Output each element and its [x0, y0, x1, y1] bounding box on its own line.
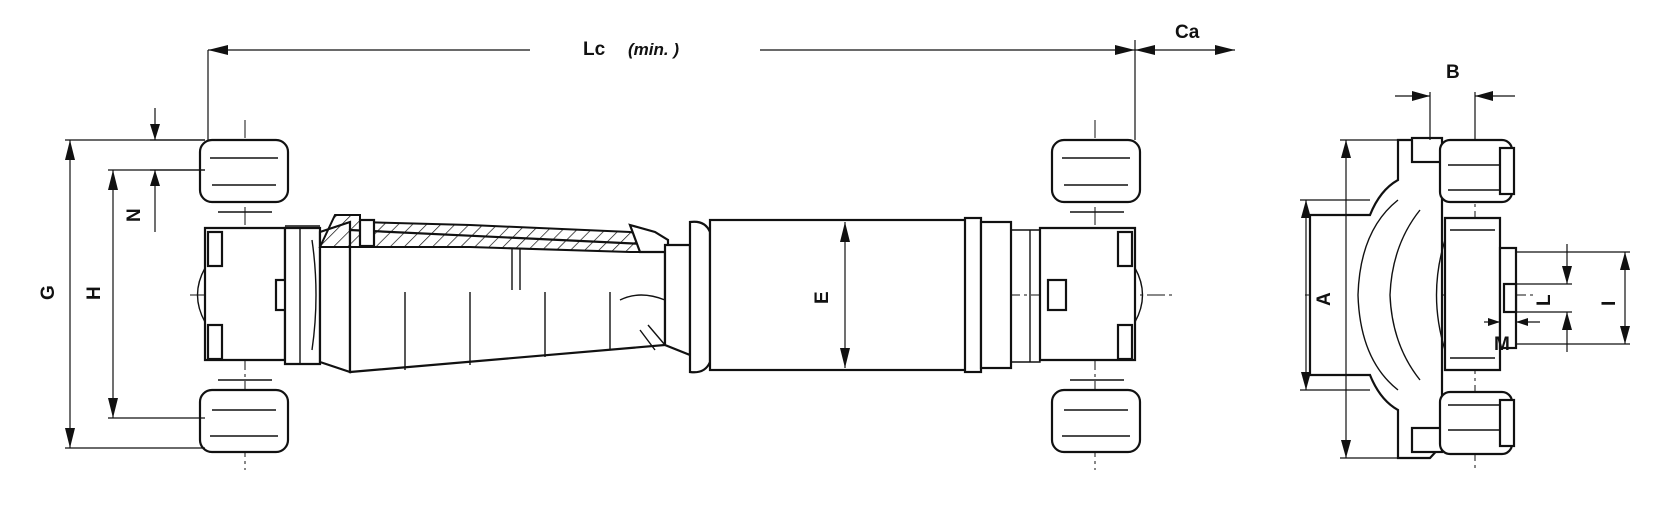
dimension-e: E — [812, 222, 850, 368]
label-a: A — [1314, 292, 1335, 306]
dimension-m: M — [1484, 312, 1540, 355]
dimension-g: G — [38, 139, 205, 449]
label-h: H — [84, 286, 105, 300]
label-i: I — [1599, 301, 1620, 306]
telescopic-section — [283, 214, 670, 374]
label-lc-min: (min. ) — [628, 40, 679, 59]
label-l: L — [1534, 294, 1555, 306]
dimension-flange-height — [1340, 139, 1398, 459]
end-view: B A I — [1300, 62, 1630, 470]
right-yoke — [1038, 120, 1144, 470]
dimension-b: B — [1395, 62, 1515, 140]
label-n: N — [124, 208, 145, 222]
label-m: M — [1494, 334, 1510, 355]
dimension-lc: Lc (min. ) — [207, 39, 1136, 140]
label-g: G — [38, 285, 59, 300]
shaft-tube — [663, 216, 1041, 374]
dimension-a: A — [1300, 199, 1370, 391]
label-lc: Lc — [583, 39, 606, 60]
label-b: B — [1446, 62, 1460, 83]
label-ca: Ca — [1175, 22, 1200, 43]
dimension-l: L — [1516, 244, 1572, 352]
side-view: Lc (min. ) Ca N G — [38, 22, 1235, 470]
dimension-h: H — [84, 169, 205, 419]
label-e: E — [812, 291, 833, 304]
dimension-i: I — [1516, 251, 1630, 345]
dimension-ca: Ca — [1135, 22, 1235, 55]
